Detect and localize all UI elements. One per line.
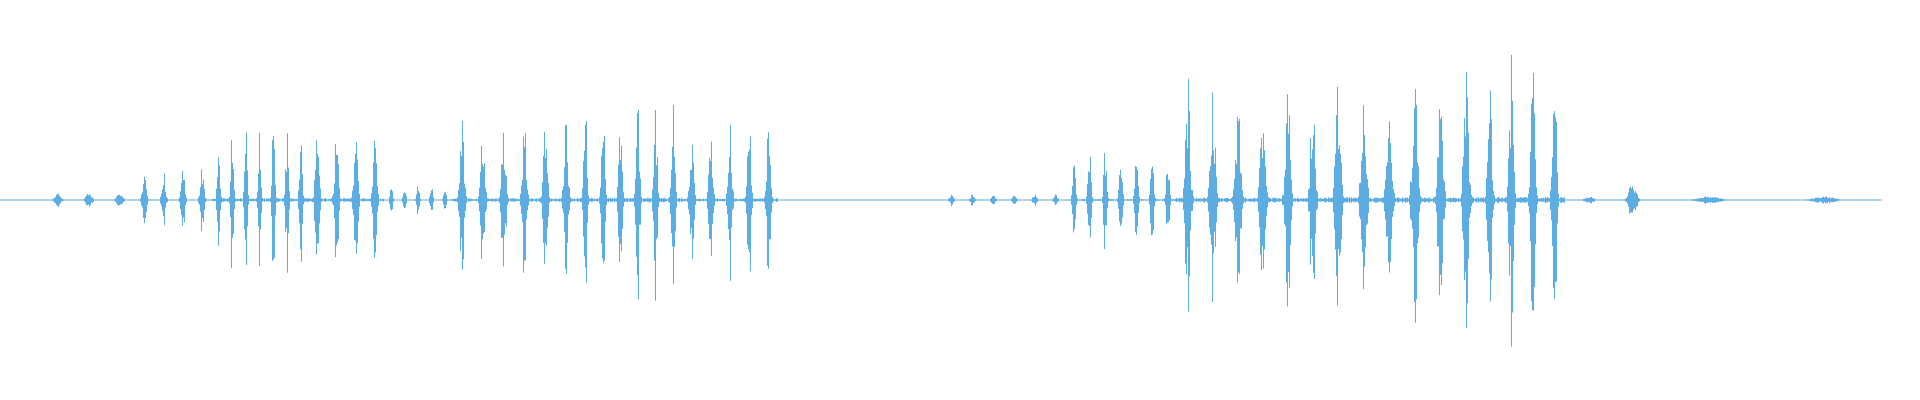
waveform-signal: [42, 54, 1882, 347]
